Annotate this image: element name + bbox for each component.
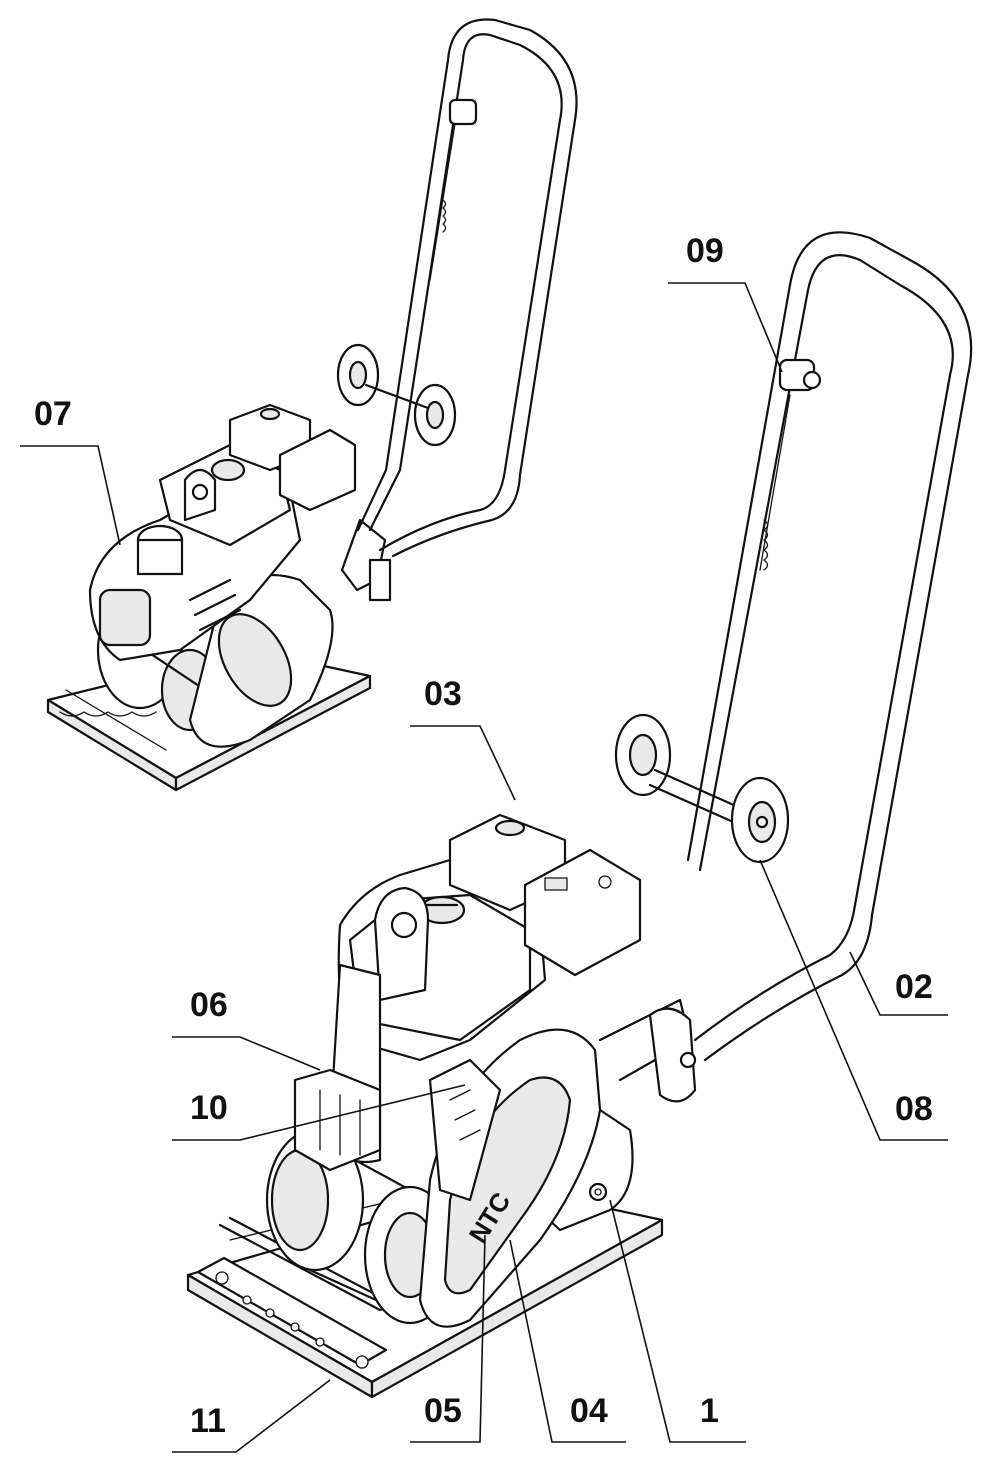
leader-08 xyxy=(759,859,948,1141)
main-handle xyxy=(686,231,973,1062)
callout-05: 05 xyxy=(424,1392,462,1430)
leader-04 xyxy=(509,1239,626,1443)
small-transport-wheels xyxy=(336,343,457,447)
small-handle xyxy=(340,18,578,602)
callout-02: 02 xyxy=(895,968,933,1006)
leader-11 xyxy=(172,1379,331,1453)
leader-03 xyxy=(410,725,516,801)
leader-06 xyxy=(172,1036,321,1071)
callout-07: 07 xyxy=(34,395,72,433)
callout-1: 1 xyxy=(700,1392,719,1430)
callout-11: 11 xyxy=(190,1402,226,1440)
callout-04: 04 xyxy=(570,1392,608,1430)
main-recoil-starter xyxy=(293,963,382,1172)
callout-06: 06 xyxy=(190,986,228,1024)
compactor-main-view: NTC xyxy=(186,231,973,1399)
callout-10: 10 xyxy=(190,1089,228,1127)
main-clutch-assembly xyxy=(428,1058,502,1202)
main-transport-wheels xyxy=(614,713,790,864)
leader-02 xyxy=(849,951,948,1016)
compactor-small-view xyxy=(46,18,578,792)
leader-1 xyxy=(609,1199,746,1443)
leader-10 xyxy=(172,1084,466,1141)
small-control-boxes xyxy=(228,403,357,512)
callout-08: 08 xyxy=(895,1090,933,1128)
callout-leaders xyxy=(20,282,948,1453)
leader-09 xyxy=(668,282,783,373)
callout-labels: 07 09 03 02 06 10 08 11 05 04 1 xyxy=(34,232,933,1440)
main-side-linkage xyxy=(598,998,697,1103)
leader-07 xyxy=(20,445,121,546)
callout-09: 09 xyxy=(686,232,724,270)
callout-03: 03 xyxy=(424,675,462,713)
small-engine xyxy=(88,443,302,662)
main-engine xyxy=(337,858,547,1062)
leader-05 xyxy=(410,1234,486,1443)
main-control-boxes xyxy=(448,813,642,977)
